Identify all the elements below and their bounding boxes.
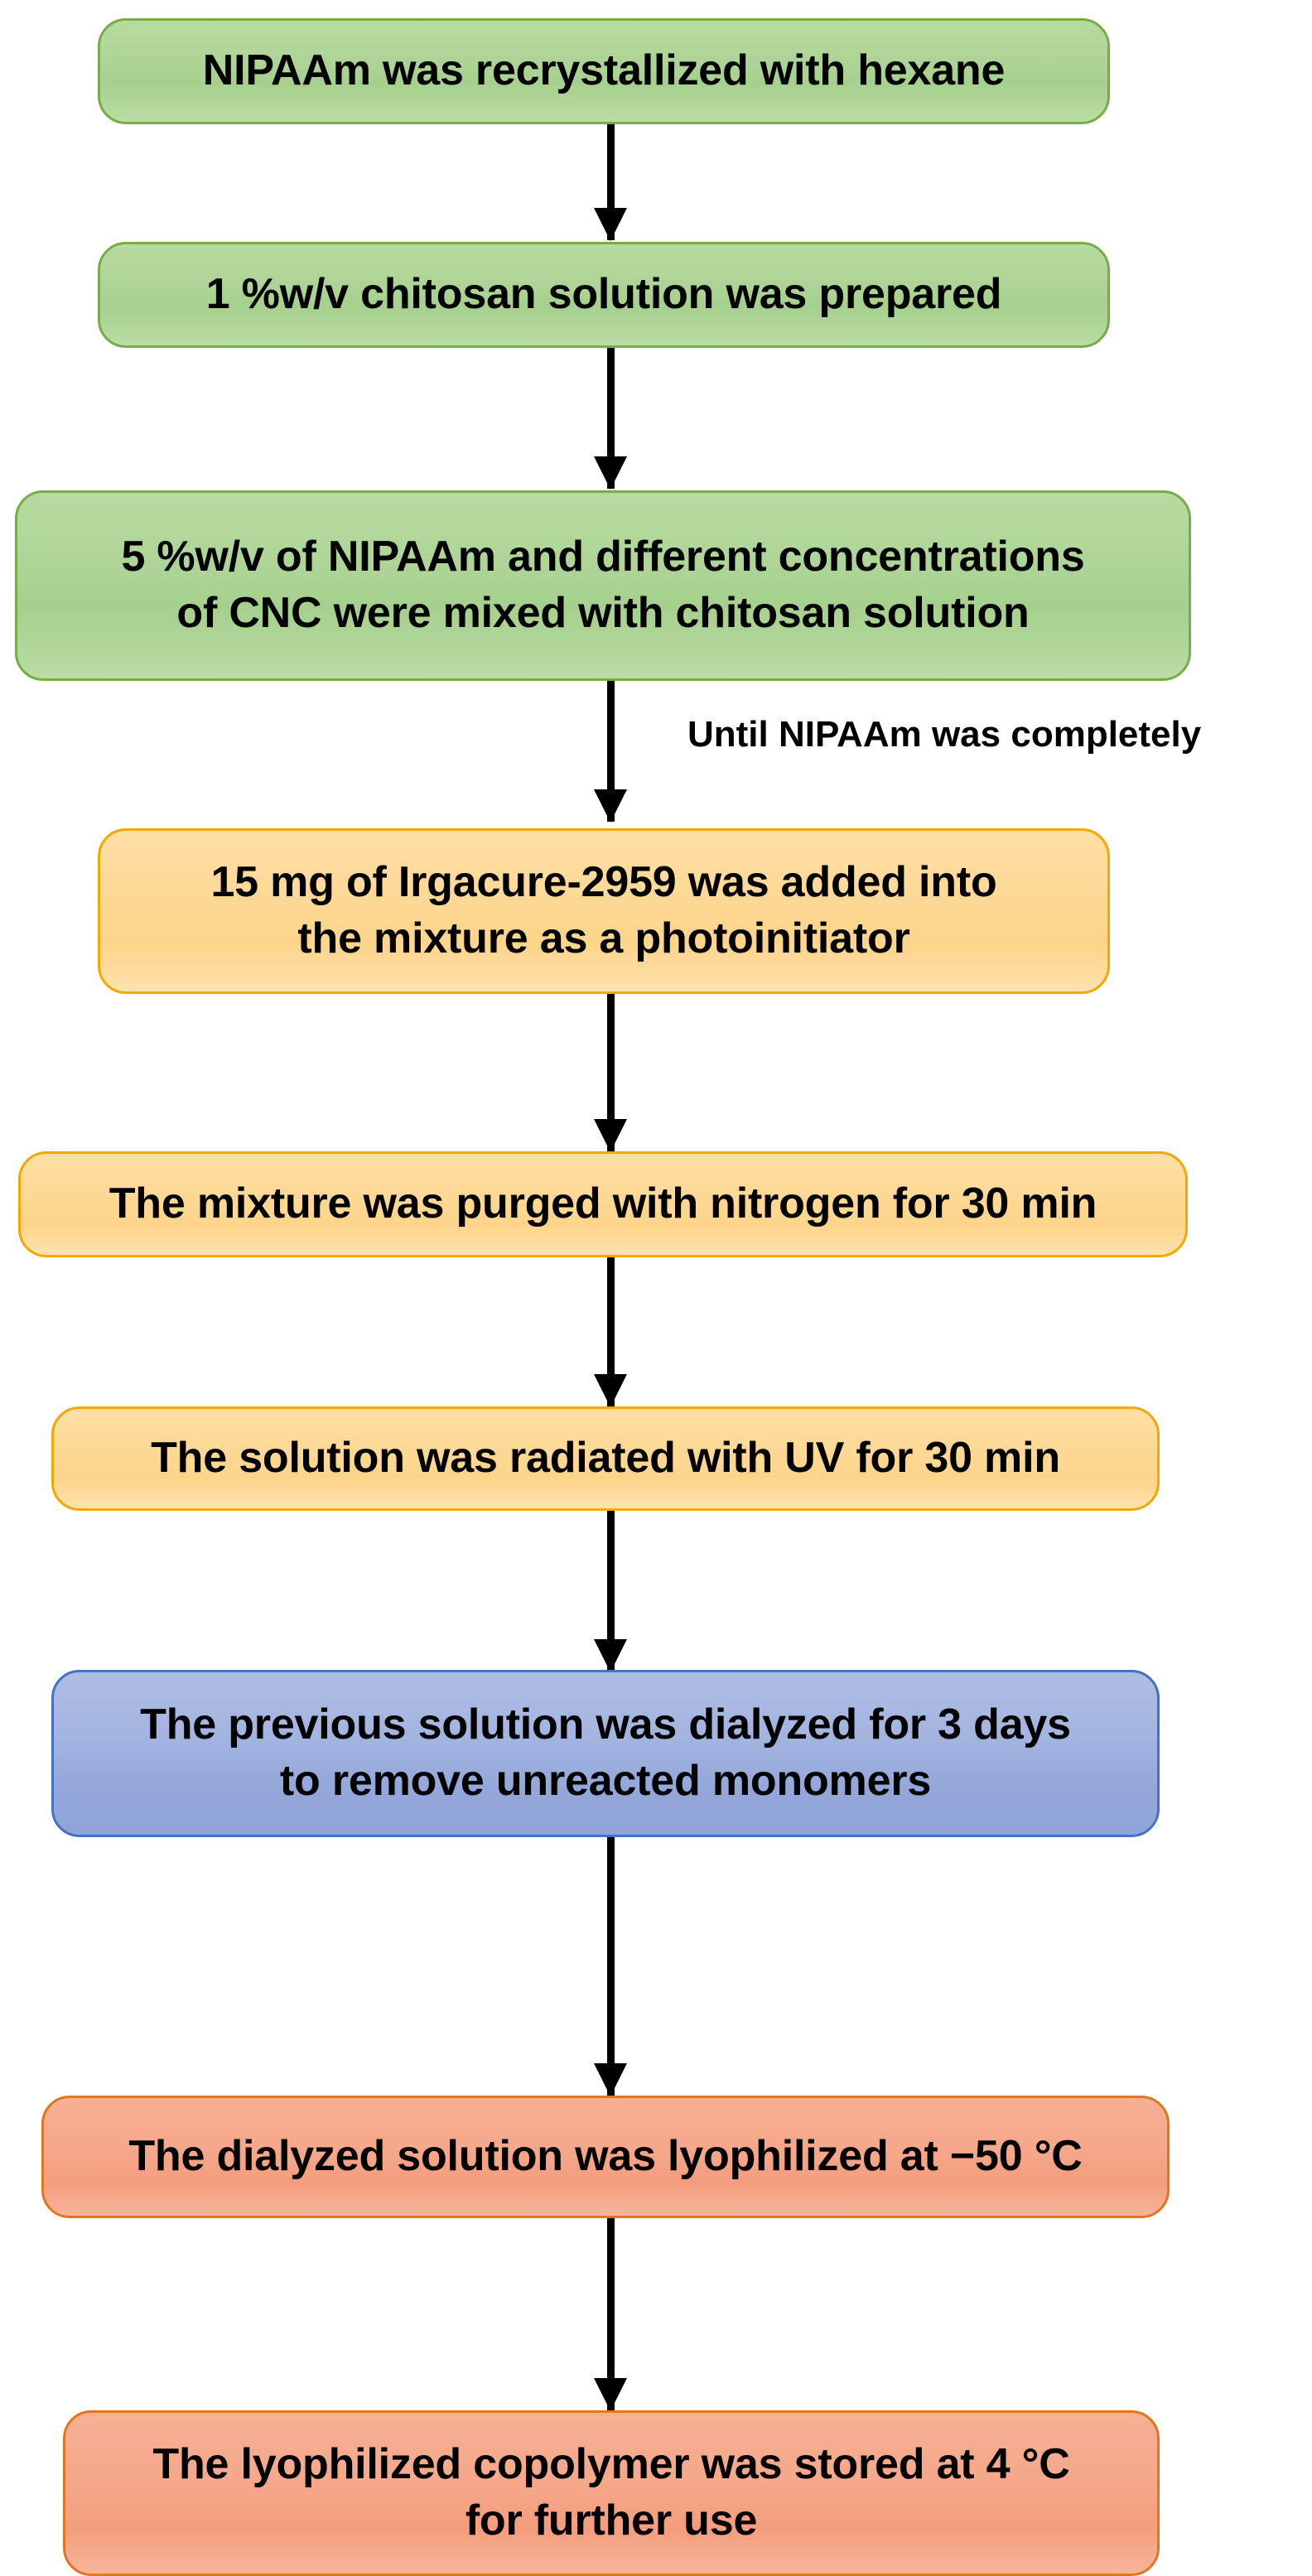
- arrow-head-icon: [594, 2378, 627, 2411]
- arrow-head-icon: [594, 1374, 627, 1407]
- connector-shaft: [606, 348, 615, 489]
- arrow-head-icon: [594, 208, 627, 241]
- flow-node-step-4[interactable]: 15 mg of Irgacure-2959 was added into th…: [98, 828, 1110, 994]
- flow-node-step-9[interactable]: The lyophilized copolymer was stored at …: [63, 2410, 1160, 2576]
- connector-annotation-until-nipaam: Until NIPAAm was completely: [687, 714, 1201, 755]
- flow-node-step-7[interactable]: The previous solution was dialyzed for 3…: [51, 1670, 1160, 1837]
- connector-shaft: [606, 1257, 615, 1406]
- flow-node-step-2[interactable]: 1 %w/v chitosan solution was prepared: [98, 242, 1110, 348]
- flow-node-label: The lyophilized copolymer was stored at …: [152, 2440, 1070, 2545]
- flow-node-label: 5 %w/v of NIPAAm and different concentra…: [121, 533, 1085, 637]
- flow-node-step-5[interactable]: The mixture was purged with nitrogen for…: [18, 1151, 1188, 1257]
- arrow-head-icon: [594, 1639, 627, 1672]
- flowchart-canvas: NIPAAm was recrystallized with hexane 1 …: [15, 18, 1201, 2576]
- flow-node-step-8[interactable]: The dialyzed solution was lyophilized at…: [41, 2096, 1170, 2218]
- arrow-head-icon: [594, 1119, 627, 1152]
- arrow-head-icon: [594, 789, 627, 822]
- connector-shaft: [606, 124, 615, 240]
- flow-node-label: The dialyzed solution was lyophilized at…: [128, 2132, 1083, 2181]
- flow-node-label: The previous solution was dialyzed for 3…: [140, 1700, 1071, 1805]
- flow-node-step-3[interactable]: 5 %w/v of NIPAAm and different concentra…: [15, 490, 1191, 681]
- arrow-head-icon: [594, 2063, 627, 2096]
- arrow-head-icon: [594, 456, 627, 490]
- flow-node-step-1[interactable]: NIPAAm was recrystallized with hexane: [98, 18, 1110, 124]
- connector-shaft: [606, 1837, 615, 2096]
- flow-node-label: The mixture was purged with nitrogen for…: [109, 1179, 1097, 1228]
- connector-shaft: [606, 2218, 615, 2410]
- connector-shaft: [606, 994, 615, 1151]
- flow-node-label: The solution was radiated with UV for 30…: [151, 1434, 1060, 1483]
- annotation-label: Until NIPAAm was completely: [687, 714, 1202, 755]
- connector-shaft: [606, 681, 615, 822]
- flow-node-label: NIPAAm was recrystallized with hexane: [202, 46, 1006, 95]
- flow-node-label: 15 mg of Irgacure-2959 was added into th…: [210, 858, 997, 962]
- flow-node-step-6[interactable]: The solution was radiated with UV for 30…: [51, 1406, 1160, 1511]
- flow-node-label: 1 %w/v chitosan solution was prepared: [205, 270, 1002, 319]
- connector-shaft: [606, 1511, 615, 1672]
